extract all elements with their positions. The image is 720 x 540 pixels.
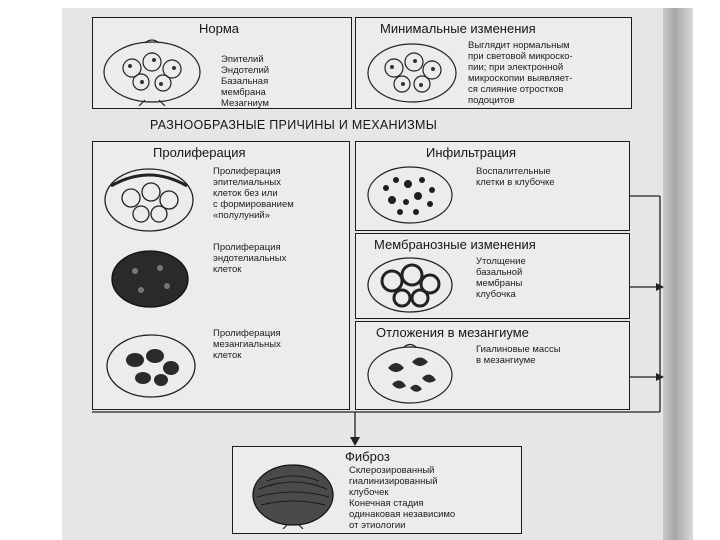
glomerulus-minimal-illustration	[367, 43, 457, 103]
proliferation-text-line: с формированием	[213, 199, 294, 210]
minimal-text-line: пии; при электронной	[468, 62, 564, 73]
proliferation-text-line: клеток	[213, 264, 242, 275]
fibrosis-text-line: гиалинизированный	[349, 476, 438, 487]
norma-box: Норма Эпителий Эндотелий Базальная мембр…	[92, 17, 352, 109]
arrow-to-fibrosis	[350, 437, 360, 446]
norma-label-basal: Базальная	[221, 76, 269, 87]
proliferation-endothelial-text: Пролиферация эндотелиальных клеток	[213, 242, 286, 275]
minimal-changes-title: Минимальные изменения	[380, 21, 536, 36]
fibrosis-text-line: от этиологии	[349, 520, 406, 531]
proliferation-text-line: Пролиферация	[213, 328, 281, 339]
membranous-box: Мембранозные изменения Утолщение базальн…	[355, 233, 630, 319]
norma-label-mesangium: Мезагниум	[221, 98, 269, 109]
glomerulus-membranous-illustration	[367, 257, 453, 313]
fibrosis-box: Фиброз Склерозированный гиалинизированны…	[232, 446, 522, 534]
page-edge-shadow	[663, 8, 693, 540]
glomerulus-endothelial-illustration	[111, 250, 189, 308]
minimal-text-line: микроскопии выявляет-	[468, 73, 573, 84]
proliferation-box: Пролиферация Пролиферация эпителиальных …	[92, 141, 350, 410]
proliferation-text-line: Пролиферация	[213, 242, 281, 253]
proliferation-epithelial-text: Пролиферация эпителиальных клеток без ил…	[213, 166, 294, 221]
minimal-text-line: Выглядит нормальным	[468, 40, 570, 51]
arrow-membranous	[656, 283, 664, 291]
infiltration-text-line: Воспалительные	[476, 166, 551, 177]
glomerulus-normal-illustration	[103, 39, 201, 106]
proliferation-title: Пролиферация	[153, 145, 246, 160]
fibrosis-text-line: одинаковая независимо	[349, 509, 456, 520]
infiltration-title: Инфильтрация	[426, 145, 516, 160]
arrow-mesangium	[656, 373, 664, 381]
membranous-text-line: Утолщение	[476, 256, 526, 267]
membranous-text: Утолщение базальной мембраны клубочка	[476, 256, 526, 300]
proliferation-text-line: Пролиферация	[213, 166, 281, 177]
glomerulus-epithelial-illustration	[104, 168, 194, 232]
infiltration-text: Воспалительные клетки в клубочке	[476, 166, 555, 188]
mesangium-text-line: в мезангиуме	[476, 355, 536, 366]
norma-label-endothelium: Эндотелий	[221, 65, 270, 76]
membranous-text-line: клубочка	[476, 289, 516, 300]
mesangium-deposits-title: Отложения в мезангиуме	[376, 325, 529, 340]
proliferation-text-line: эндотелиальных	[213, 253, 287, 264]
norma-label-epithelium: Эпителий	[221, 54, 264, 65]
glomerulus-mesangium-illustration	[367, 343, 453, 404]
glomerulus-mesangial-illustration	[106, 334, 196, 398]
minimal-text-line: ся слияние отростков	[468, 84, 564, 95]
fibrosis-text-line: Конечная стадия	[349, 498, 424, 509]
minimal-text-line: подоцитов	[468, 95, 515, 106]
proliferation-text-line: клеток без или	[213, 188, 278, 199]
fibrosis-title: Фиброз	[345, 449, 390, 464]
infiltration-box: Инфильтрация Воспалительные клетки в клу…	[355, 141, 630, 231]
proliferation-text-line: клеток	[213, 350, 242, 361]
glomerulus-infiltration-illustration	[367, 166, 453, 224]
infiltration-text-line: клетки в клубочке	[476, 177, 555, 188]
mesangium-deposits-text: Гиалиновые массы в мезангиуме	[476, 344, 561, 366]
glomerulus-fibrosis-illustration	[252, 464, 334, 529]
proliferation-text-line: «полулуний»	[213, 210, 271, 221]
proliferation-text-line: мезангиальных	[213, 339, 281, 350]
minimal-changes-text: Выглядит нормальным при световой микроск…	[468, 40, 573, 106]
membranous-title: Мембранозные изменения	[374, 237, 536, 252]
membranous-text-line: базальной	[476, 267, 523, 278]
norma-title: Норма	[199, 21, 240, 36]
minimal-text-line: при световой микроско-	[468, 51, 573, 62]
minimal-changes-box: Минимальные изменения Выглядит нормальны…	[355, 17, 632, 109]
norma-label-membrane: мембрана	[221, 87, 266, 98]
proliferation-text-line: эпителиальных	[213, 177, 281, 188]
fibrosis-text-line: Склерозированный	[349, 465, 435, 476]
mesangium-deposits-box: Отложения в мезангиуме Гиалиновые массы …	[355, 321, 630, 410]
membranous-text-line: мембраны	[476, 278, 523, 289]
norma-labels: Эпителий Эндотелий Базальная мембрана Ме…	[221, 54, 269, 109]
causes-banner: РАЗНООБРАЗНЫЕ ПРИЧИНЫ И МЕХАНИЗМЫ	[150, 118, 438, 132]
fibrosis-text: Склерозированный гиалинизированный клубо…	[349, 465, 455, 531]
proliferation-mesangial-text: Пролиферация мезангиальных клеток	[213, 328, 281, 361]
mesangium-text-line: Гиалиновые массы	[476, 344, 561, 355]
fibrosis-text-line: клубочек	[349, 487, 389, 498]
